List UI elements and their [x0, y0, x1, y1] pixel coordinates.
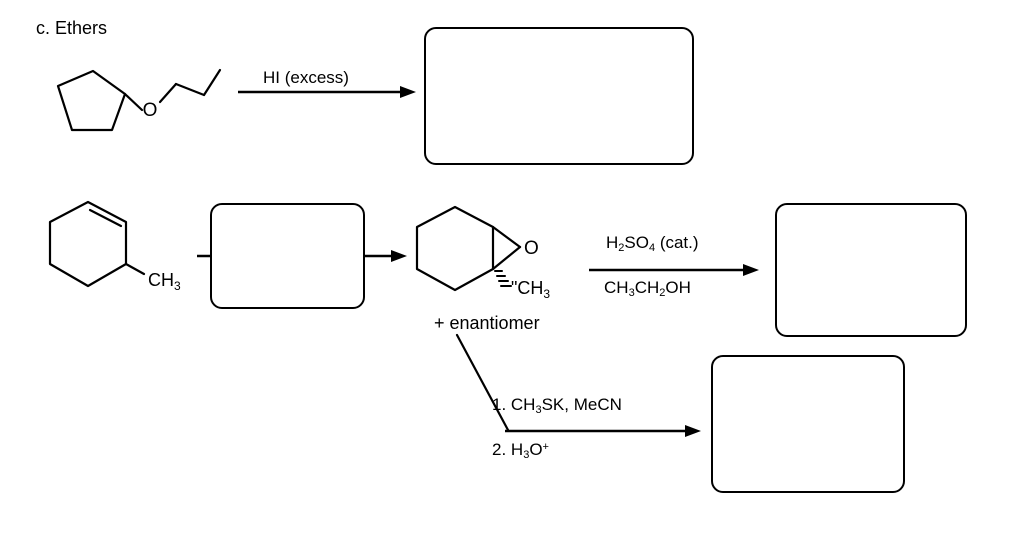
reagent-ethanol: CH3CH2OH — [604, 278, 691, 300]
cyclopentyl-propyl-ether-structure: O — [45, 40, 235, 140]
reagent-hydronium-text: 2. H3O+ — [492, 440, 549, 461]
methyl-label: CH3 — [148, 270, 181, 293]
reaction-arrow-branch-bottom — [505, 423, 703, 439]
methylcyclohexene-structure: CH3 — [40, 200, 215, 310]
reagent-h2so4-text: H2SO4 (cat.) — [606, 233, 699, 254]
answer-box-branch-bottom-product[interactable] — [711, 355, 905, 493]
reagent-ethanol-text: CH3CH2OH — [604, 278, 691, 299]
reaction-arrow-branch-top — [589, 262, 761, 278]
reagent-hydronium: 2. H3O+ — [492, 440, 549, 462]
answer-box-branch-top-product[interactable] — [775, 203, 967, 337]
reagent-h2so4-cat: H2SO4 (cat.) — [606, 233, 699, 255]
answer-box-reaction1-product[interactable] — [424, 27, 694, 165]
epoxide-methyl-label: "CH3 — [511, 278, 550, 301]
section-heading: c. Ethers — [36, 18, 108, 38]
reaction-arrow-1 — [238, 84, 418, 100]
ether-oxygen-label: O — [143, 100, 158, 121]
reagent-ch3sk-text: 1. CH3SK, MeCN — [492, 395, 622, 416]
reagent-ch3sk-mecn: 1. CH3SK, MeCN — [492, 395, 622, 417]
methyl-epoxycyclohexane-structure: O "CH3 — [408, 203, 568, 313]
reagent-hi-excess: HI (excess) — [263, 68, 349, 87]
epoxide-oxygen-label: O — [524, 238, 539, 259]
branch-connector-line — [452, 330, 522, 440]
enantiomer-note: + enantiomer — [434, 313, 540, 333]
answer-box-reaction2-reagent[interactable] — [210, 203, 365, 309]
